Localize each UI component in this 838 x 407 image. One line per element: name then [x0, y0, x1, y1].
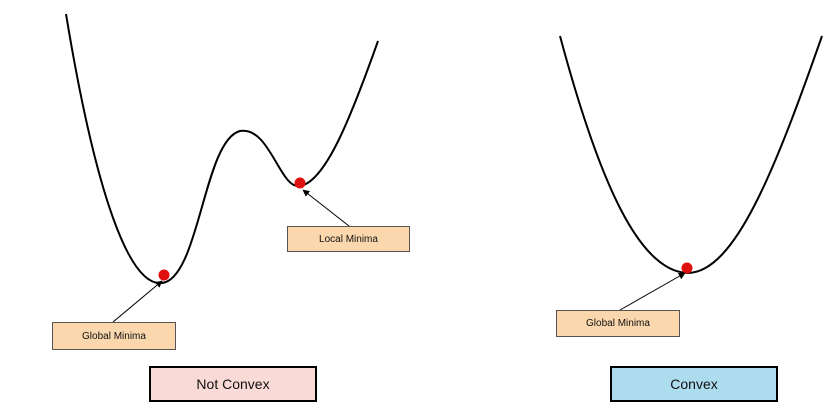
- global-minimum-arrow: [619, 272, 686, 311]
- global-minimum-arrow: [112, 280, 163, 323]
- non-convex-curve: [65, 13, 379, 285]
- global-minimum-point: [681, 262, 693, 274]
- local-minimum-arrow: [302, 189, 350, 227]
- global-minimum-point: [158, 269, 170, 281]
- global-minima-label: Global Minima: [52, 322, 176, 350]
- local-minima-label: Local Minima: [287, 226, 410, 252]
- convex-curve: [559, 35, 823, 275]
- not-convex-caption: Not Convex: [149, 366, 317, 402]
- local-minimum-point: [294, 177, 306, 189]
- convex-caption: Convex: [610, 366, 778, 402]
- global-minima-label: Global Minima: [556, 310, 680, 337]
